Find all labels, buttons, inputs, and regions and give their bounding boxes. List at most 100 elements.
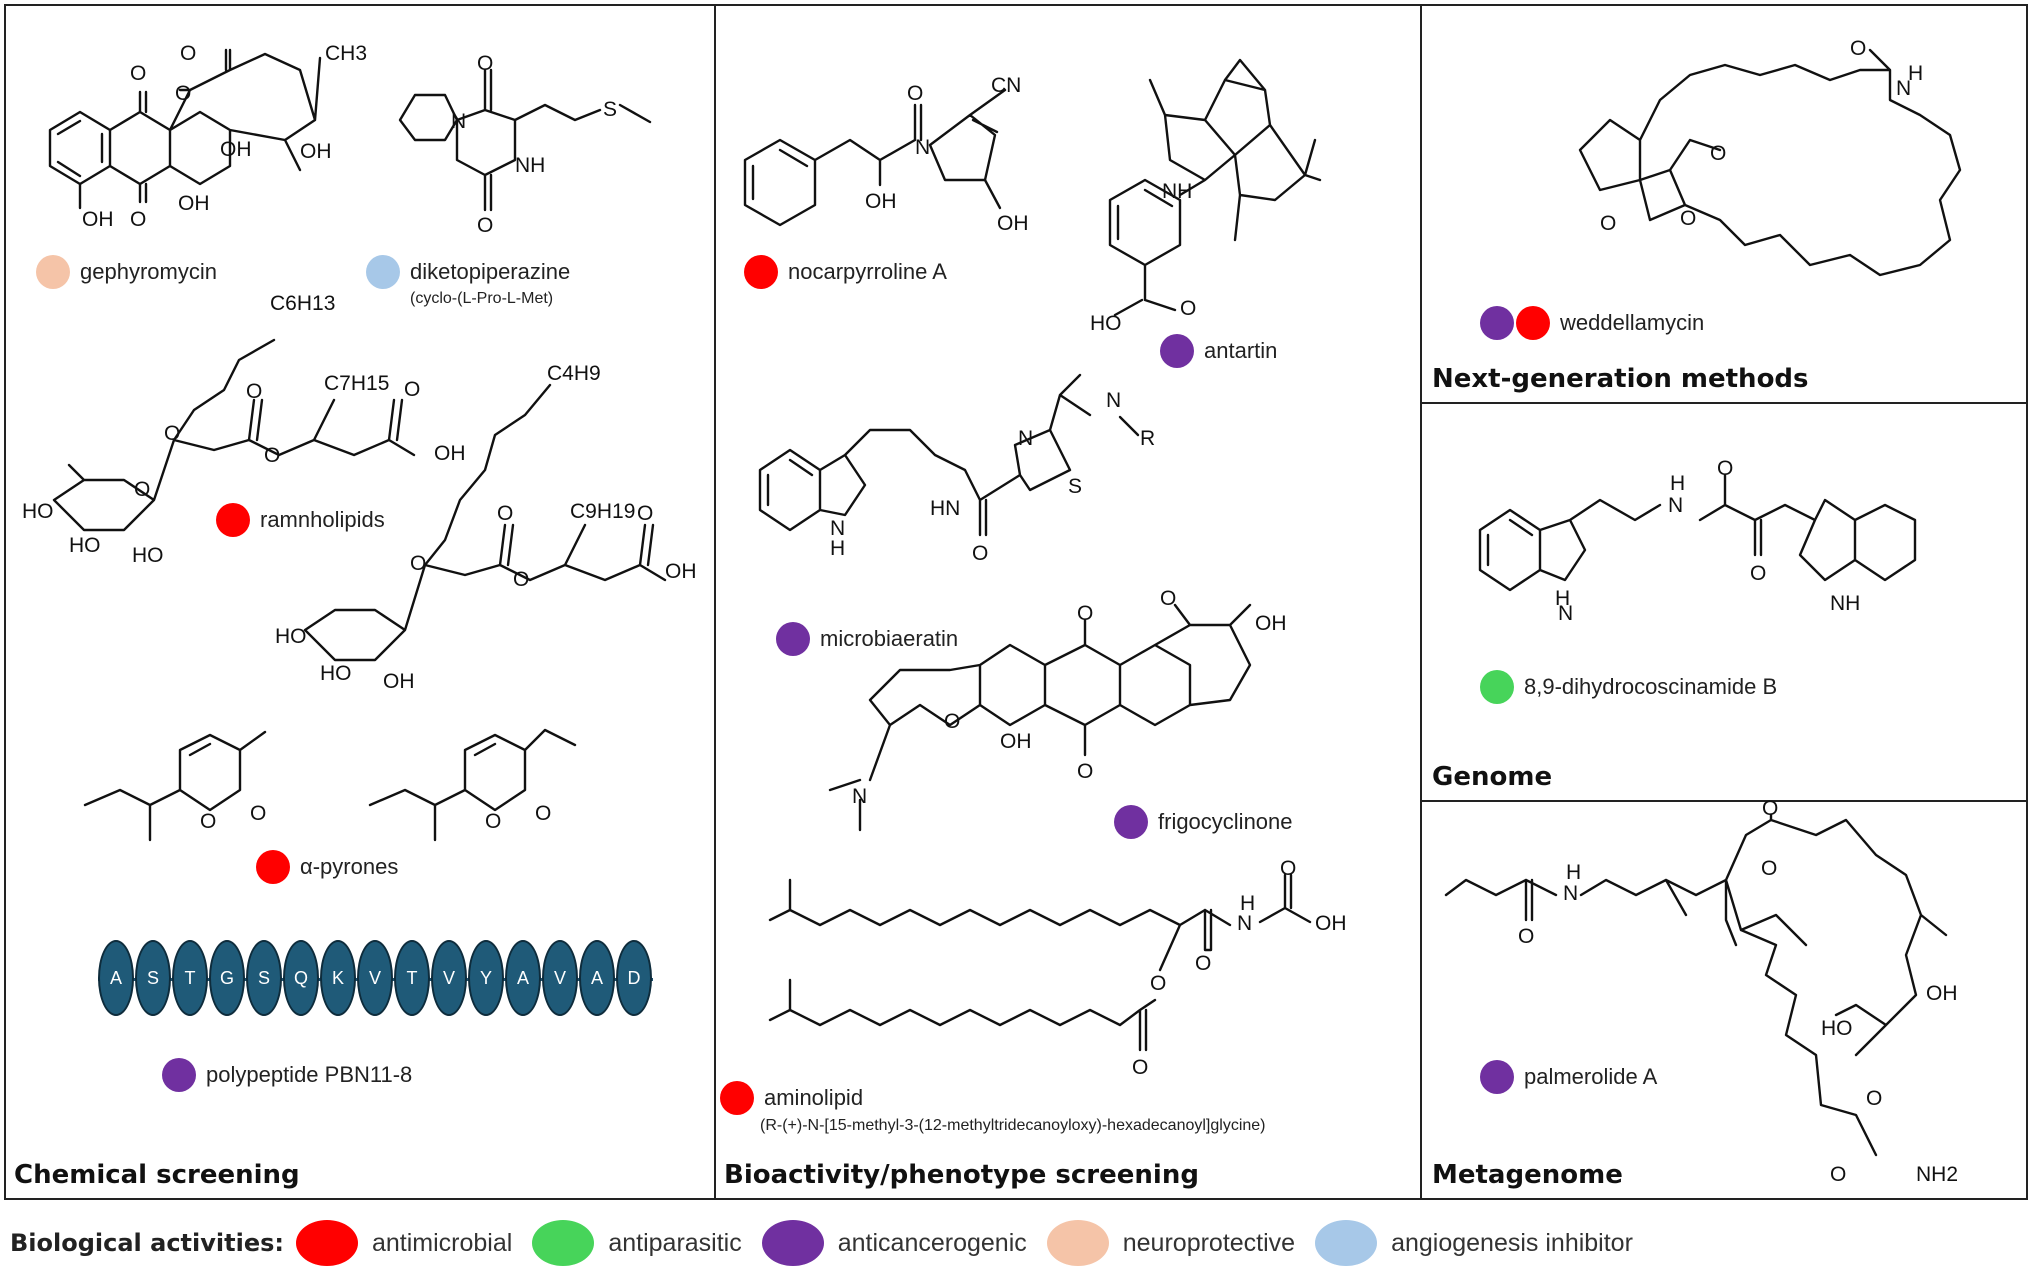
peptide-residue: Q <box>283 940 319 1016</box>
antimicrobial-marker <box>1516 306 1550 340</box>
atom-o: O <box>1195 952 1211 975</box>
nocarpyrroline-structure: OH O N CN OH <box>743 74 1029 235</box>
atom-h: H <box>1240 892 1255 915</box>
atom-r: R <box>1140 427 1155 450</box>
atom-nh: NH <box>515 154 545 177</box>
atom-o: O <box>637 502 653 525</box>
atom-o: O <box>535 802 551 825</box>
atom-oh: OH <box>665 560 697 583</box>
atom-o: O <box>1866 1087 1882 1110</box>
atom-o: O <box>264 444 280 467</box>
atom-o: O <box>907 82 923 105</box>
atom-n: N <box>1896 77 1911 100</box>
atom-h: H <box>1670 472 1685 495</box>
peptide-residue: V <box>357 940 393 1016</box>
atom-o: O <box>175 82 191 105</box>
atom-o: O <box>130 62 146 85</box>
compound-diketopiperazine-label: diketopiperazine <box>410 259 571 284</box>
atom-h: H <box>1908 62 1923 85</box>
atom-ho: HO <box>22 500 54 523</box>
anticancerogenic-marker <box>1480 1060 1514 1094</box>
legend-item: antimicrobial <box>295 1220 512 1266</box>
compound-nocarpyrroline: nocarpyrroline A <box>744 255 947 289</box>
atom-oh: OH <box>220 138 252 161</box>
atom-oh: OH <box>1000 730 1032 753</box>
gephyromycin-structure: OH O O OH OH OH O O CH3 <box>48 42 367 231</box>
atom-hn: HN <box>930 497 960 520</box>
compound-nocarpyrroline-label: nocarpyrroline A <box>788 259 947 284</box>
atom-o: O <box>1077 760 1093 783</box>
pyrone-structure-2: O O <box>368 728 577 842</box>
legend-item: anticancerogenic <box>761 1220 1027 1266</box>
atom-ho: HO <box>69 534 101 557</box>
atom-o: O <box>1761 857 1777 880</box>
compound-antartin-label: antartin <box>1204 338 1278 363</box>
compound-aminolipid-label: aminolipid <box>764 1085 864 1110</box>
palmerolide-structure: N H O O O OH HO O O NH2 <box>1444 797 1958 1186</box>
atom-nh: NH <box>1830 592 1860 615</box>
compound-dihydrocoscinamide-label: 8,9-dihydrocoscinamide B <box>1524 674 1778 699</box>
atom-o: O <box>1710 142 1726 165</box>
atom-o: O <box>477 52 493 75</box>
compound-frigocyclinone-label: frigocyclinone <box>1158 809 1293 834</box>
legend-label: antiparasitic <box>608 1228 742 1257</box>
weddellamycin-structure: O O O O N H <box>1578 37 1962 277</box>
atom-oh: OH <box>434 442 466 465</box>
atom-o: O <box>1717 457 1733 480</box>
atom-ho: HO <box>132 544 164 567</box>
compound-polypeptide-label: polypeptide PBN11-8 <box>206 1062 413 1087</box>
atom-oh: OH <box>178 192 210 215</box>
peptide-residue: S <box>135 940 171 1016</box>
compound-microbiaeratin-label: microbiaeratin <box>820 626 959 651</box>
atom-o: O <box>1830 1163 1846 1186</box>
compound-weddellamycin: weddellamycin <box>1480 306 1704 340</box>
atom-o: O <box>1518 925 1534 948</box>
atom-h: H <box>1555 587 1570 610</box>
anticancerogenic-marker <box>776 622 810 656</box>
atom-o: O <box>1180 297 1196 320</box>
atom-oh: OH <box>1315 912 1347 935</box>
aminolipid-subtitle: (R-(+)-N-[15-methyl-3-(12-methyltridecan… <box>760 1117 1266 1134</box>
peptide-residue: V <box>542 940 578 1016</box>
ramnholipid-structure-1: HO HO HO O O O C6H13 C7H15 O O OH <box>22 292 466 567</box>
peptide-residue: T <box>172 940 208 1016</box>
atom-s: S <box>1068 475 1082 498</box>
atom-o: O <box>1762 797 1778 820</box>
atom-oh: OH <box>1255 612 1287 635</box>
peptide-residue: T <box>394 940 430 1016</box>
atom-o: O <box>497 502 513 525</box>
antimicrobial-marker <box>256 850 290 884</box>
compound-ramnholipids: ramnholipids <box>216 503 385 537</box>
panel-title-chemical: Chemical screening <box>14 1160 300 1190</box>
legend-title: Biological activities: <box>10 1229 284 1257</box>
atom-o: O <box>1280 857 1296 880</box>
legend-label: angiogenesis inhibitor <box>1391 1228 1633 1257</box>
atom-o: O <box>1150 972 1166 995</box>
atom-o: O <box>200 810 216 833</box>
legend-label: anticancerogenic <box>837 1228 1027 1257</box>
atom-ho: HO <box>1090 312 1122 335</box>
legend-item: neuroprotective <box>1046 1220 1296 1266</box>
atom-ho: HO <box>1821 1017 1853 1040</box>
atom-h: H <box>1566 861 1581 884</box>
compound-frigocyclinone: frigocyclinone <box>1114 805 1293 839</box>
peptide-residue: K <box>320 940 356 1016</box>
ramnholipid-structure-2: HO HO OH O O C4H9 C9H19 O O OH <box>275 362 697 693</box>
aminolipid-structure: O O O N H O OH <box>768 857 1347 1079</box>
atom-o: O <box>180 42 196 65</box>
anticancerogenic-marker <box>1114 805 1148 839</box>
atom-o: O <box>134 478 150 501</box>
compound-diketopiperazine: diketopiperazine <box>366 255 570 289</box>
atom-h: H <box>830 537 845 560</box>
compound-dihydrocoscinamide: 8,9-dihydrocoscinamide B <box>1480 670 1777 704</box>
angiogenesis-marker <box>366 255 400 289</box>
atom-o: O <box>1077 602 1093 625</box>
peptide-residue: D <box>616 940 652 1016</box>
atom-o: O <box>972 542 988 565</box>
legend-swatch <box>532 1220 595 1266</box>
panel-title-genome: Genome <box>1432 762 1553 792</box>
compound-gephyromycin-label: gephyromycin <box>80 259 217 284</box>
compound-polypeptide: polypeptide PBN11-8 <box>162 1058 412 1092</box>
legend-label: neuroprotective <box>1122 1228 1296 1257</box>
